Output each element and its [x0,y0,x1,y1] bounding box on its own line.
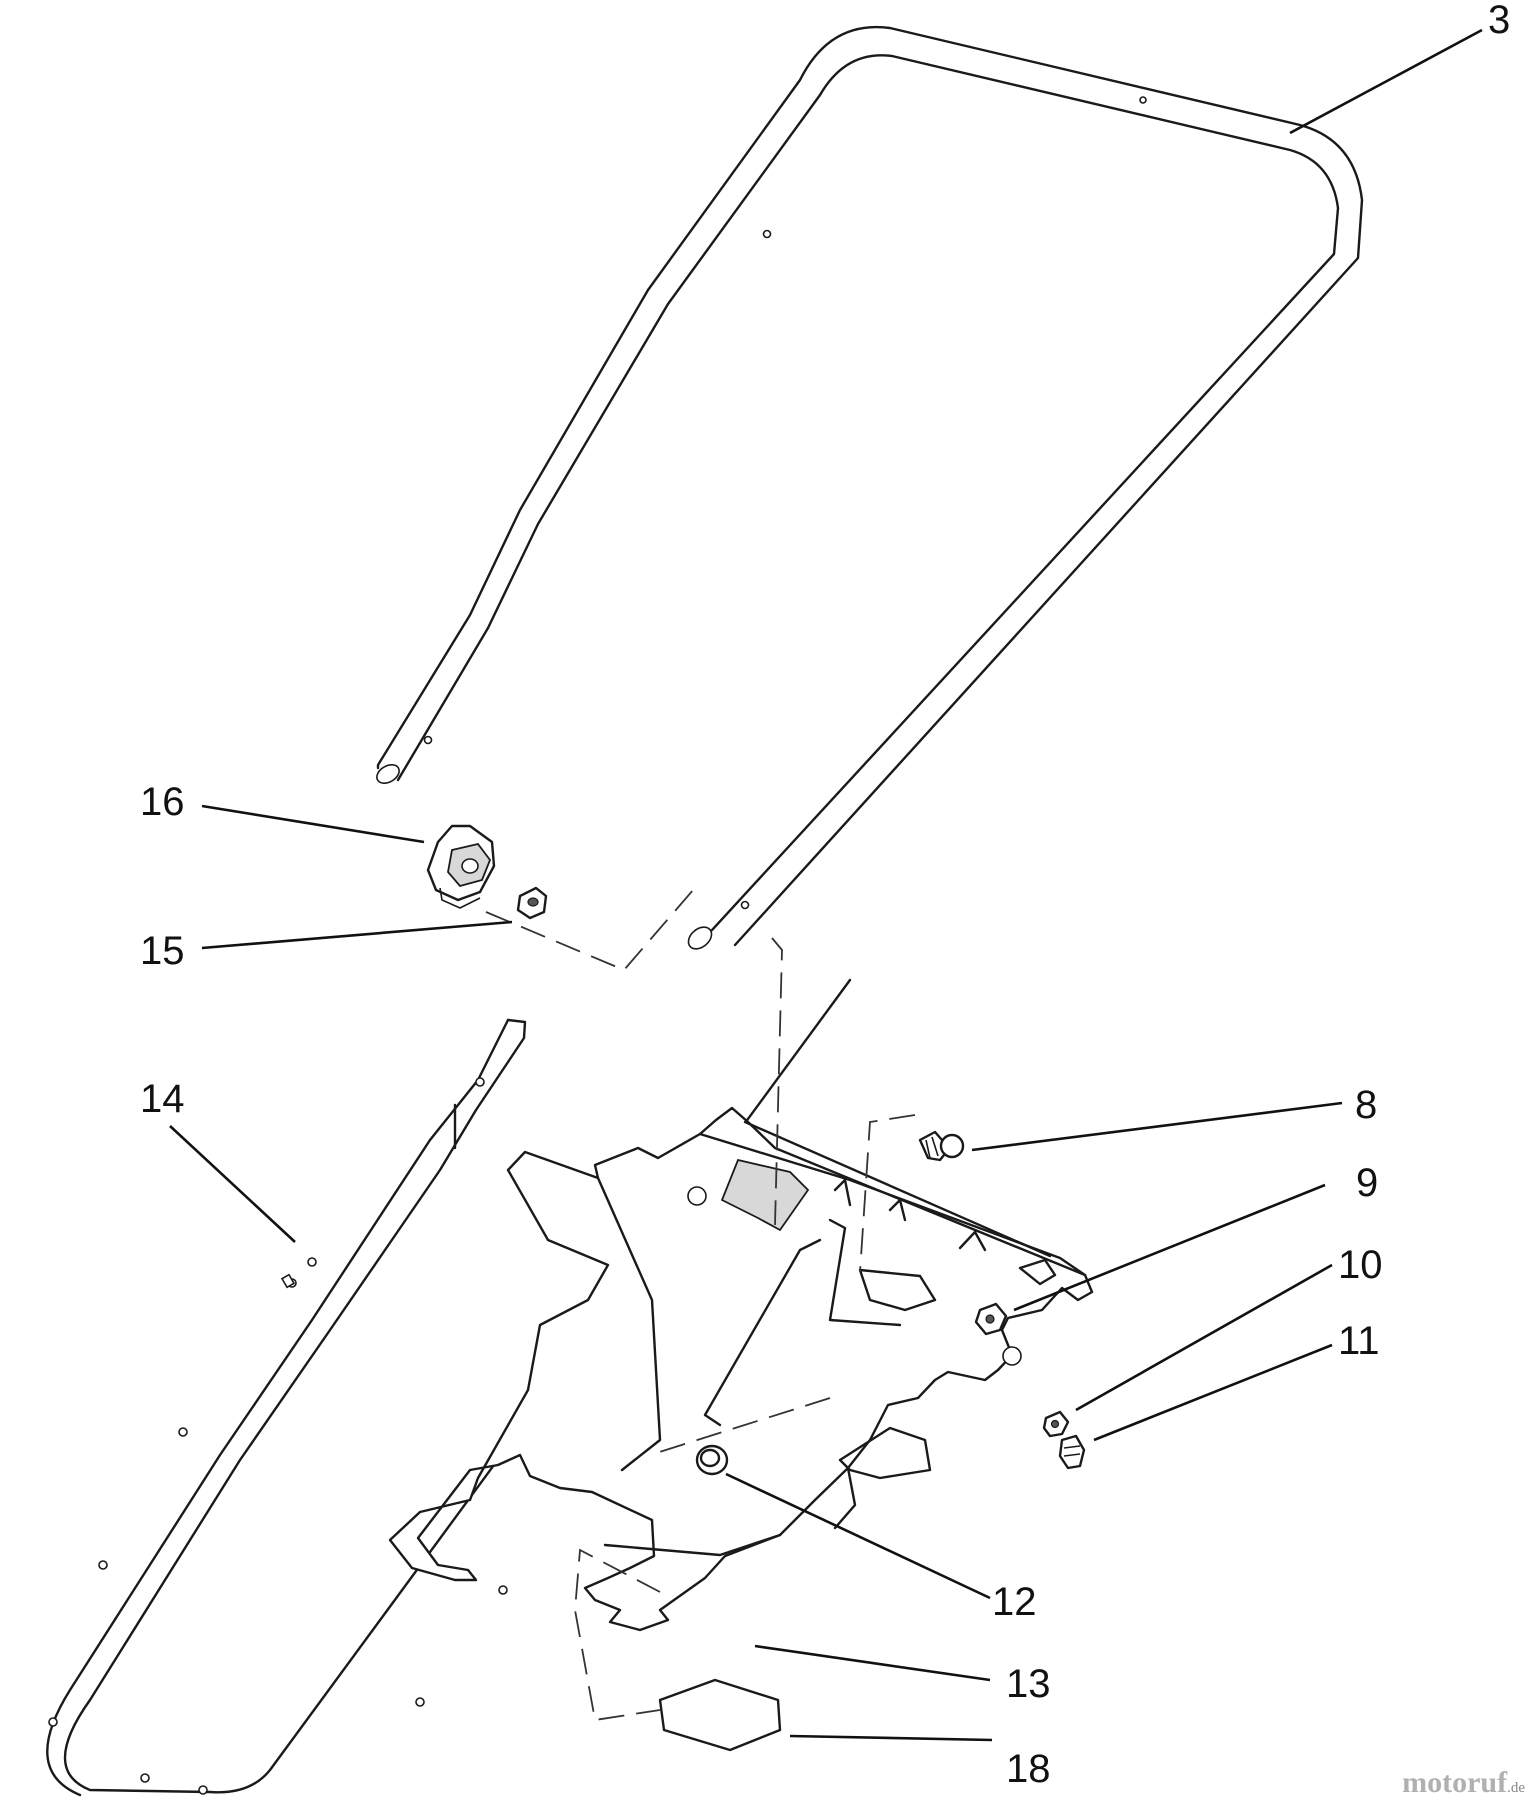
motoruf-watermark: motoruf.de [1402,1766,1525,1800]
decal-part-18 [658,1678,782,1752]
callout-11: 11 [1338,1319,1380,1363]
callout-18: 18 [1006,1747,1051,1791]
callout-14: 14 [140,1077,185,1121]
callout-8: 8 [1355,1083,1377,1127]
callout-15: 15 [140,929,185,973]
leader-lines [169,28,1483,1742]
callout-16: 16 [140,780,185,824]
leader-14 [169,1125,296,1243]
nut-part-9 [974,1302,1008,1336]
callout-3: 3 [1488,0,1510,42]
leader-9 [1013,1183,1326,1312]
leader-11 [1093,1343,1333,1442]
leader-13 [754,1644,991,1682]
leader-3 [1289,28,1483,135]
watermark-suffix: .de [1507,1780,1525,1796]
screw-part-11 [1058,1434,1086,1470]
callout-labels: 3 8 9 10 11 12 13 14 15 16 18 [140,0,1510,1791]
washer-part-15 [516,886,548,920]
knob-part-16 [426,824,496,909]
washer-part-10 [1042,1410,1070,1438]
leader-16 [201,804,425,844]
watermark-brand: motoruf [1402,1766,1508,1799]
bolt-part-8 [918,1130,965,1162]
bushing-part-12 [695,1444,729,1476]
leader-18 [789,1734,993,1742]
assembly-lines [485,881,916,1722]
leader-12 [725,1472,991,1600]
leader-8 [971,1101,1343,1152]
upper-handle-part-3 [376,25,1364,950]
callout-10: 10 [1338,1243,1383,1287]
callout-12: 12 [992,1580,1037,1624]
base-plate-part-13 [388,1106,1094,1632]
leader-10 [1075,1263,1333,1412]
leader-15 [201,920,513,950]
callout-13: 13 [1006,1662,1051,1706]
callout-9: 9 [1356,1161,1378,1205]
